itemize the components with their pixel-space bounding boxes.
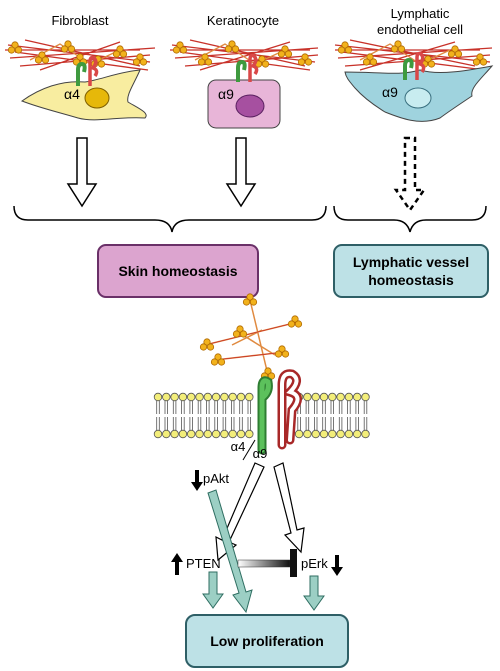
lymphatic-dashed-arrow	[393, 136, 427, 213]
pten-label: PTEN	[186, 556, 221, 571]
lipid-head	[162, 392, 171, 402]
keratinocyte-integrin-label: α9	[218, 86, 234, 102]
lipid-head	[328, 392, 337, 402]
lipid-head	[361, 392, 370, 402]
lipid-head	[153, 392, 163, 402]
lipid-head	[220, 392, 229, 402]
lipid-head	[245, 392, 254, 402]
lipid-head	[245, 429, 254, 439]
lipid-head	[319, 392, 329, 402]
lipid-head	[344, 429, 354, 439]
fibroblast-integrin-label: α4	[64, 86, 80, 102]
skin-homeostasis-label: Skin homeostasis	[118, 263, 237, 279]
skin-brace	[13, 205, 327, 233]
receptor-subunit-a: α4	[231, 439, 246, 454]
lipid-head	[303, 429, 312, 439]
lymphatic-homeostasis-label-line2: homeostasis	[368, 272, 454, 288]
integrin-receptor	[257, 369, 302, 455]
lymphatic-homeostasis-label-line1: Lymphatic vessel	[353, 254, 469, 270]
perk-down-arrow	[303, 575, 325, 611]
lipid-head	[319, 429, 329, 439]
fibroblast-label: Fibroblast	[51, 13, 108, 28]
pten-inhibits-perk-bar	[237, 559, 291, 568]
lymphatic-homeostasis-box	[333, 244, 489, 298]
lymphatic-cell-label-line2: endothelial cell	[377, 22, 463, 37]
lipid-head	[336, 392, 345, 402]
low-proliferation-label: Low proliferation	[210, 633, 324, 649]
lymphatic-brace	[333, 205, 487, 233]
lipid-head	[353, 392, 362, 402]
lymphatic-beta-chain	[415, 51, 426, 80]
lipid-head	[311, 392, 320, 402]
fibroblast-down-arrow	[66, 137, 98, 208]
lipid-head	[228, 429, 237, 439]
lipid-head	[236, 429, 246, 439]
keratinocyte-label: Keratinocyte	[207, 13, 279, 28]
pten-down-arrow	[202, 571, 224, 609]
cell-membrane	[153, 392, 370, 439]
lymphatic-cell: α9	[334, 39, 494, 122]
lipid-head	[195, 392, 204, 402]
lipid-head	[178, 392, 188, 402]
lipid-head	[303, 392, 312, 402]
keratinocyte-alpha-chain	[236, 59, 247, 82]
fibroblast-body	[20, 69, 147, 121]
fibroblast-beta-chain	[88, 55, 99, 86]
receptor-subunit-b: α9	[253, 446, 268, 461]
lipid-head	[195, 429, 204, 439]
lipid-head	[220, 429, 229, 439]
lipid-head	[178, 429, 188, 439]
perk-label: pErk	[301, 556, 328, 571]
lipid-head	[211, 429, 221, 439]
lipid-head	[311, 429, 320, 439]
fibroblast-nucleus	[84, 87, 110, 109]
lipid-head	[336, 429, 345, 439]
lipid-head	[328, 429, 337, 439]
lipid-head	[236, 392, 246, 402]
lymphatic-cell-label-line1: Lymphatic	[391, 6, 450, 21]
skin-homeostasis-box	[97, 244, 259, 298]
lymphatic-alpha-chain	[403, 57, 414, 80]
lymphatic-nucleus	[404, 87, 432, 109]
lipid-head	[344, 392, 354, 402]
lipid-head	[203, 429, 212, 439]
pakt-label: pAkt	[203, 471, 229, 486]
pakt-to-proliferation-arrow	[207, 489, 253, 614]
low-proliferation-box	[185, 614, 349, 668]
subunit-divider	[242, 439, 256, 461]
keratinocyte-beta-chain	[248, 53, 259, 82]
lipid-head	[294, 429, 304, 439]
lymphatic-integrin-label: α9	[382, 84, 398, 100]
keratinocyte-cell: α9	[170, 39, 319, 129]
pten-up-icon	[171, 553, 183, 575]
keratinocyte-down-arrow	[225, 137, 257, 208]
lipid-head	[153, 429, 163, 439]
lipid-head	[211, 392, 221, 402]
inhibition-end-cap	[290, 549, 297, 577]
fibroblast-cell: α4	[5, 39, 156, 121]
lipid-head	[170, 429, 179, 439]
lipid-head	[162, 429, 171, 439]
fibroblast-alpha-chain	[76, 61, 87, 86]
lipid-head	[361, 429, 370, 439]
perk-down-icon	[331, 555, 343, 576]
pakt-down-icon	[191, 470, 203, 491]
ligand-cluster	[199, 293, 303, 380]
lipid-head	[170, 392, 179, 402]
keratinocyte-nucleus	[235, 94, 265, 118]
integrin-to-perk-arrow	[273, 462, 305, 554]
lipid-head	[203, 392, 212, 402]
lipid-head	[186, 429, 196, 439]
lipid-head	[228, 392, 237, 402]
lipid-head	[353, 429, 362, 439]
lipid-head	[186, 392, 196, 402]
